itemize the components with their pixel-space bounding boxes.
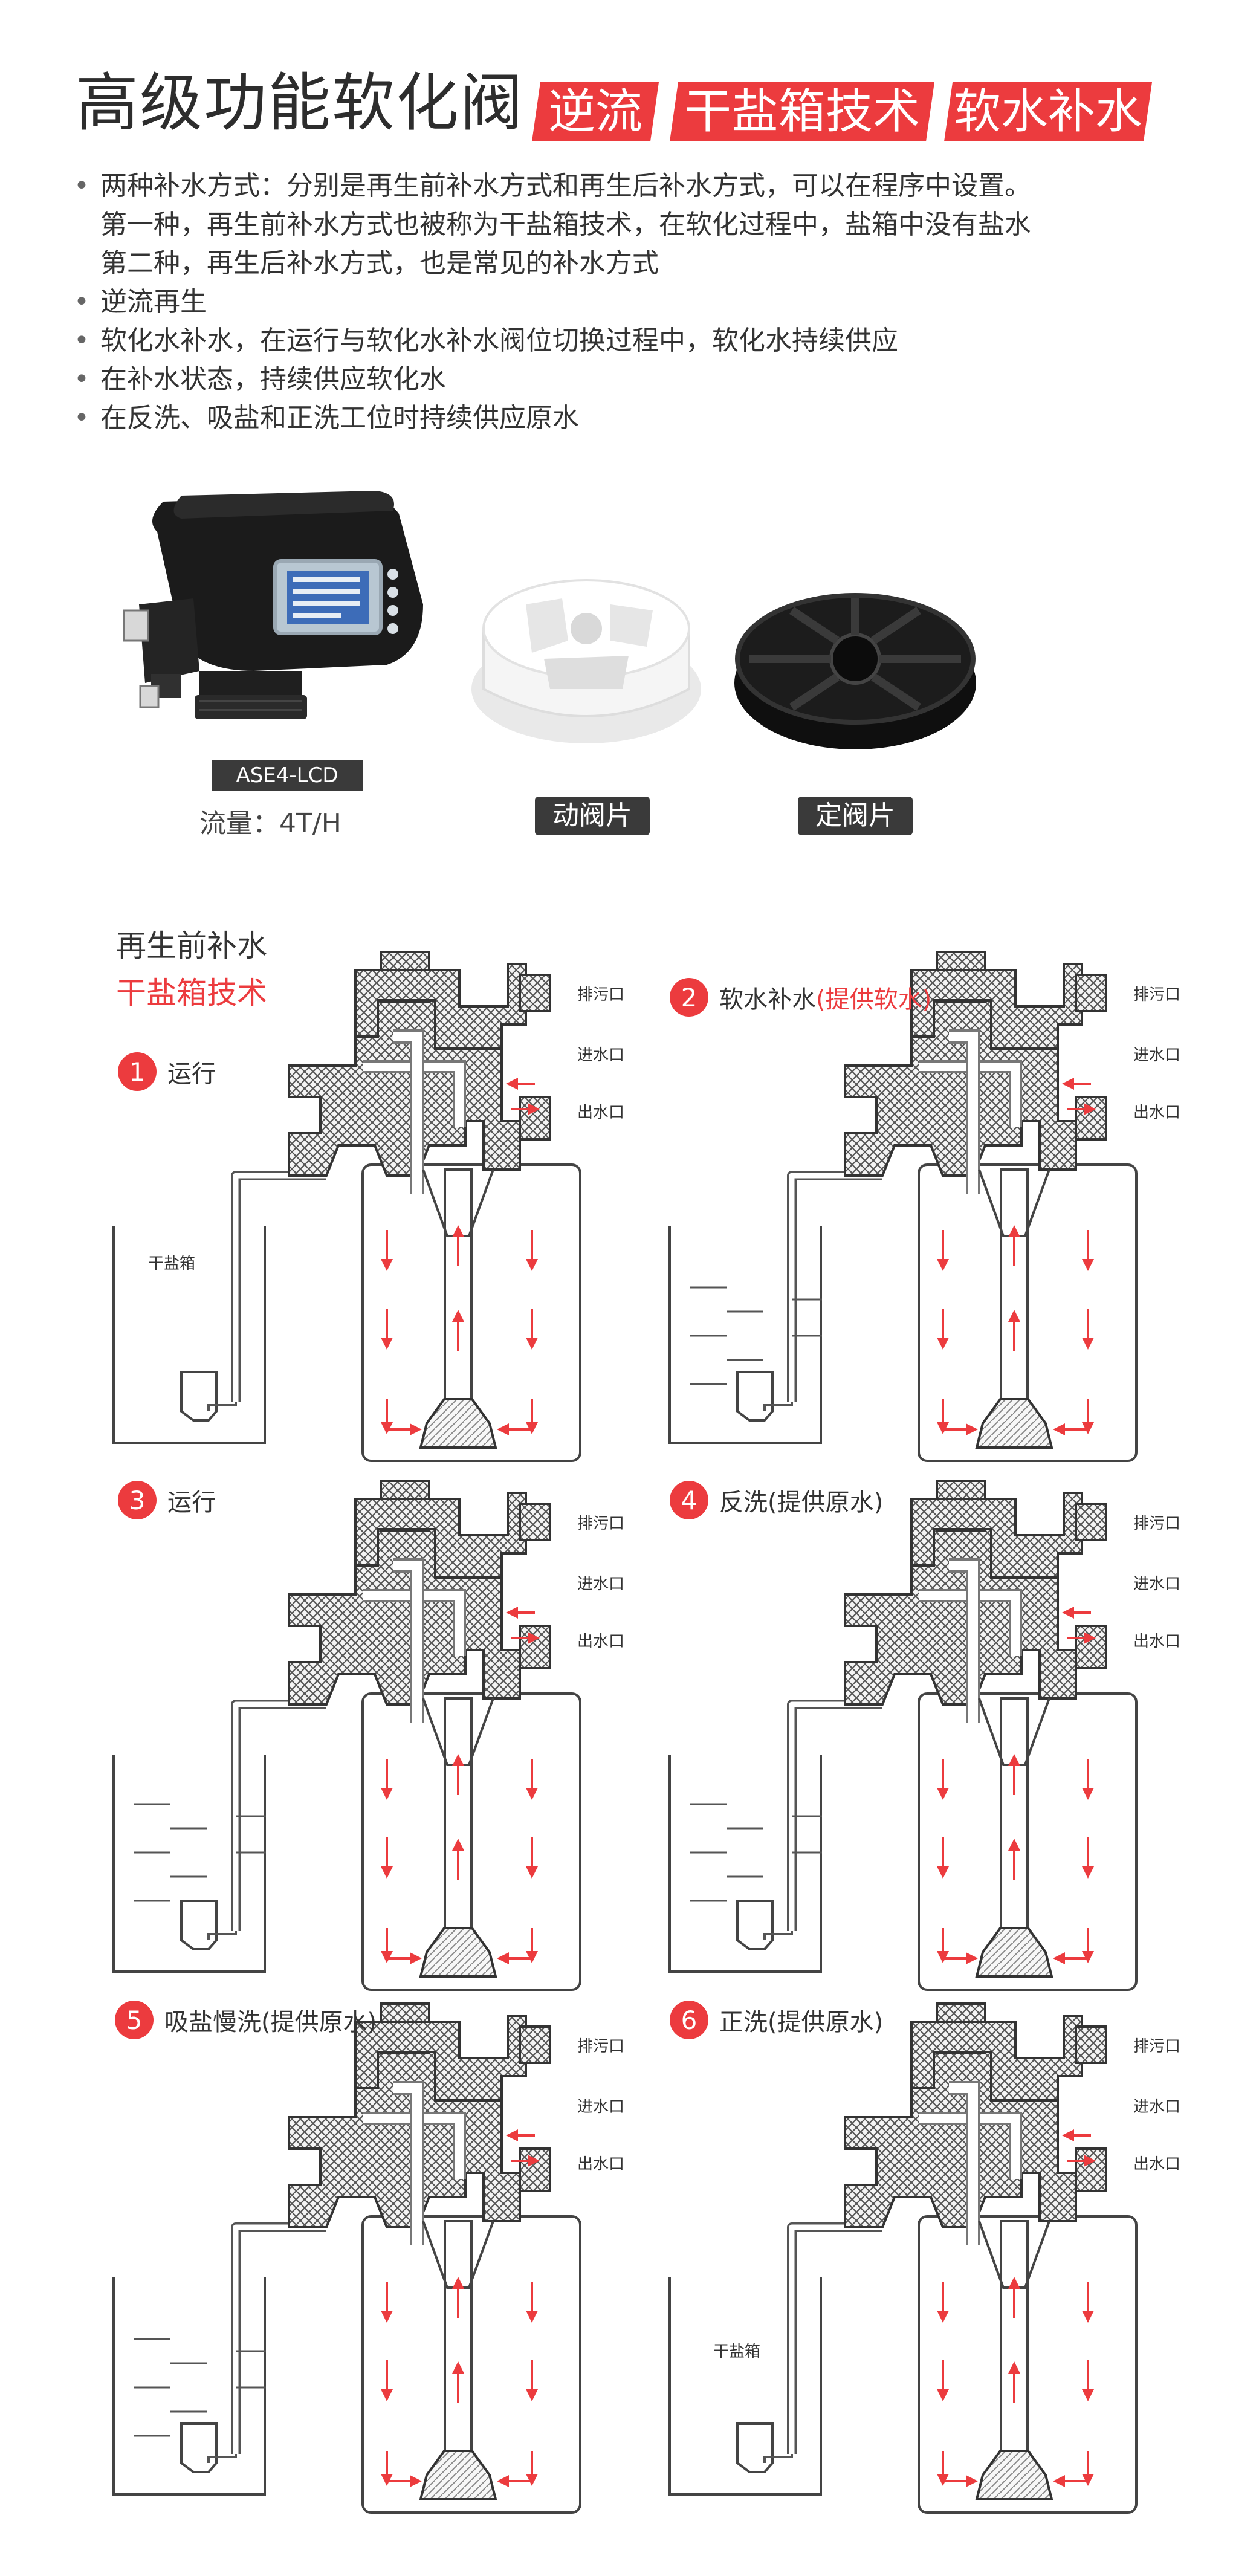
brine-tank [668,1755,822,1973]
riser-tube [444,2220,473,2452]
step-title-highlight: (提供软水) [816,986,932,1014]
brine-tank [668,2277,822,2496]
port-label-inlet: 进水口 [577,1575,625,1593]
distributor [419,2450,497,2500]
port-label-inlet: 进水口 [577,2098,625,2116]
brine-tank [112,1755,266,1973]
brine-line [787,1171,882,1402]
flow-rate-label: 流量：4T/H [199,808,341,839]
step-title: 软水补水 [719,986,816,1014]
moving-disc-image [471,579,701,743]
port-label-outlet: 出水口 [1133,2155,1181,2173]
step-number-badge: 2 [670,978,708,1017]
step-5-label: 5 吸盐慢洗(提供原水) [115,2001,377,2039]
feature-list: 两种补水方式：分别是再生前补水方式和再生后补水方式，可以在程序中设置。 第一种，… [74,167,1222,438]
brine-tank [112,1226,266,1444]
port-label-drain: 排污口 [577,986,625,1004]
brine-valve [180,1900,218,1950]
port-label-drain: 排污口 [577,2037,625,2056]
port-label-drain: 排污口 [1133,2037,1181,2056]
step-title: 正洗(提供原水) [719,2008,884,2036]
port-label-inlet: 进水口 [577,1046,625,1064]
distributor [419,1398,497,1449]
step-title: 运行 [167,1060,216,1088]
step-number-badge: 5 [115,2001,154,2039]
riser-tube [1000,1697,1029,1929]
port-label-outlet: 出水口 [1133,1104,1181,1122]
flow-diagram-5 [112,2002,581,2514]
valve-model-label: ASE4-LCD [212,760,363,791]
feature-item: 逆流再生 [74,283,1222,322]
port-label-drain: 排污口 [577,1515,625,1533]
port-label-outlet: 出水口 [1133,1633,1181,1651]
step-number-badge: 4 [670,1481,708,1519]
riser-tube [1000,1168,1029,1400]
port-label-outlet: 出水口 [577,1104,625,1122]
step-1-label: 1 运行 [118,1052,216,1091]
distributor [975,1927,1053,1978]
flow-diagram-3 [112,1480,581,1991]
riser-tube [444,1697,473,1929]
brine-tank [668,1226,822,1444]
brine-valve [180,1371,218,1422]
tag-dry-brine: 干盐箱技术 [670,82,934,141]
port-label-inlet: 进水口 [1133,1575,1181,1593]
step-3-label: 3 运行 [118,1481,216,1519]
feature-item: 两种补水方式：分别是再生前补水方式和再生后补水方式，可以在程序中设置。 [74,167,1222,205]
dry-brine-tank-label: 干盐箱 [713,2343,761,2361]
brine-line [787,1700,882,1931]
feature-item: 第一种，再生前补水方式也被称为干盐箱技术，在软化过程中，盐箱中没有盐水 [100,209,1031,240]
step-2-label: 2 软水补水(提供软水) [670,978,931,1017]
brine-line [231,1171,326,1402]
distributor [975,1398,1053,1449]
step-title: 运行 [167,1489,216,1516]
moving-disc-label: 动阀片 [535,797,650,835]
feature-item: 在反洗、吸盐和正洗工位时持续供应原水 [74,399,1222,438]
port-label-drain: 排污口 [1133,986,1181,1004]
brine-line [787,2222,882,2454]
brine-valve [736,1371,774,1422]
fixed-disc-image [734,593,976,749]
step-4-label: 4 反洗(提供原水) [670,1481,883,1519]
page-title: 高级功能软化阀 [76,66,525,140]
product-illustrations [123,491,976,749]
brine-valve [736,1900,774,1950]
brine-valve [736,2422,774,2473]
brine-valve [180,2422,218,2473]
flow-diagram-1 [112,951,581,1462]
tag-counterflow: 逆流 [532,82,659,141]
step-number-badge: 1 [118,1052,157,1091]
tag-soft-refill: 软水补水 [944,82,1152,141]
flow-diagram-4 [668,1480,1138,1991]
step-number-badge: 3 [118,1481,157,1519]
port-label-inlet: 进水口 [1133,1046,1181,1064]
brine-tank [112,2277,266,2496]
port-label-outlet: 出水口 [577,1633,625,1651]
feature-item: 软化水补水，在运行与软化水补水阀位切换过程中，软化水持续供应 [74,322,1222,360]
flow-diagram-6 [668,2002,1138,2514]
dry-brine-tank-label: 干盐箱 [148,1255,196,1273]
riser-tube [444,1168,473,1400]
control-valve-image [123,491,423,719]
brine-line [231,2222,326,2454]
section-title: 再生前补水 [116,928,267,963]
port-label-drain: 排污口 [1133,1515,1181,1533]
step-title: 反洗(提供原水) [719,1489,884,1516]
section-subtitle: 干盐箱技术 [116,976,267,1011]
step-6-label: 6 正洗(提供原水) [670,2001,883,2039]
feature-item: 第二种，再生后补水方式，也是常见的补水方式 [100,248,659,279]
port-label-inlet: 进水口 [1133,2098,1181,2116]
brine-line [231,1700,326,1931]
flow-diagram-2 [668,951,1138,1462]
feature-item: 在补水状态，持续供应软化水 [74,360,1222,399]
step-title: 吸盐慢洗(提供原水) [164,2008,377,2036]
step-number-badge: 6 [670,2001,708,2039]
fixed-disc-label: 定阀片 [798,797,913,835]
riser-tube [1000,2220,1029,2452]
distributor [419,1927,497,1978]
distributor [975,2450,1053,2500]
port-label-outlet: 出水口 [577,2155,625,2173]
